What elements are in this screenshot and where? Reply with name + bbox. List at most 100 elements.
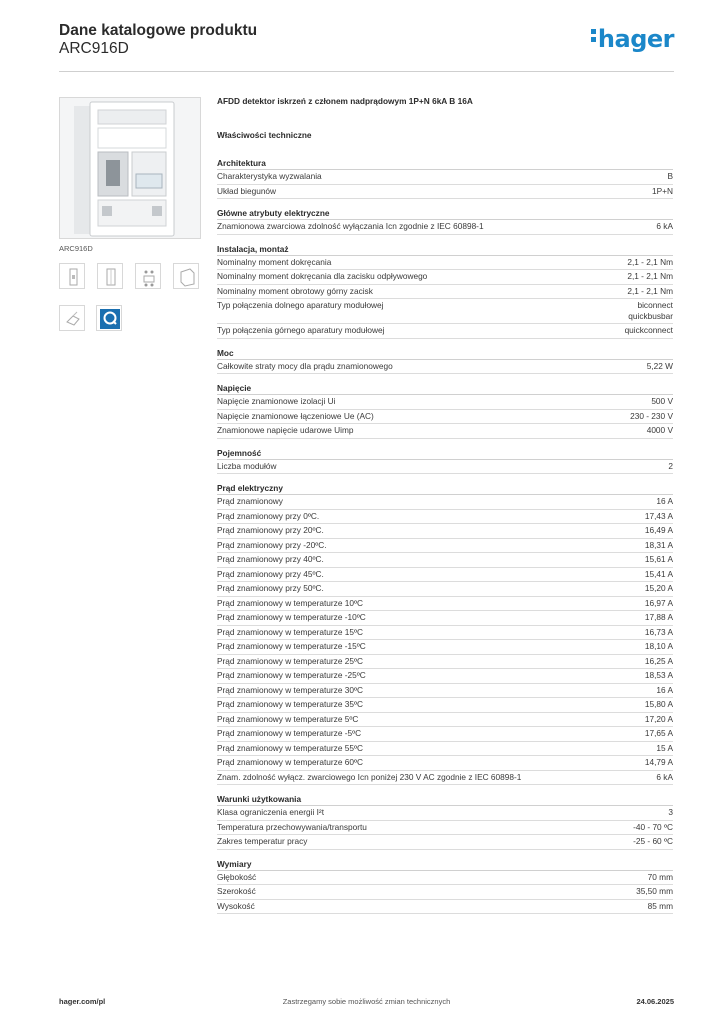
- quickconnect-logo-icon[interactable]: [96, 305, 122, 331]
- spec-value: 17,20 A: [644, 713, 673, 724]
- spec-value: 16,97 A: [644, 597, 673, 608]
- spec-value: 2: [668, 460, 673, 471]
- thumbnail-connection-icon[interactable]: [59, 305, 85, 331]
- spec-value: quickconnect: [624, 325, 673, 335]
- section-title: Instalacja, montaż: [217, 243, 673, 256]
- spec-value: 18,53 A: [644, 670, 673, 680]
- spec-value: 18,31 A: [644, 539, 673, 550]
- technical-properties-title: Właściwości techniczne: [217, 130, 312, 140]
- spec-label: Nominalny moment obrotowy górny zacisk: [217, 285, 373, 296]
- spec-value: biconnect quickbusbar: [628, 300, 673, 321]
- logo-dots-icon: [590, 29, 596, 45]
- spec-row: Prąd znamionowy w temperaturze -15ºC 18,1…: [217, 640, 673, 655]
- spec-label: Prąd znamionowy w temperaturze -25ºC: [217, 670, 366, 680]
- spec-row: Typ połączenia górnego aparatury modułow…: [217, 324, 673, 339]
- product-code: ARC916D: [59, 40, 129, 57]
- spec-row: Prąd znamionowy w temperaturze 30ºC 16 A: [217, 684, 673, 698]
- spec-row: Temperatura przechowywania/transportu -40…: [217, 821, 673, 835]
- spec-value: 16 A: [656, 684, 673, 695]
- spec-label: Prąd znamionowy w temperaturze 25ºC: [217, 655, 363, 666]
- spec-value: 18,10 A: [644, 641, 673, 651]
- spec-value: B: [667, 171, 673, 181]
- spec-label: Prąd znamionowy w temperaturze -15ºC: [217, 641, 366, 651]
- spec-value: 17,65 A: [644, 728, 673, 738]
- spec-label: Typ połączenia dolnego aparatury modułow…: [217, 300, 384, 310]
- spec-label: Prąd znamionowy w temperaturze 10ºC: [217, 597, 363, 608]
- spec-row: Prąd znamionowy przy -20ºC. 18,31 A: [217, 539, 673, 553]
- spec-label: Znamionowe napięcie udarowe Uimp: [217, 425, 354, 435]
- spec-label: Typ połączenia górnego aparatury modułow…: [217, 325, 385, 335]
- spec-row: Znamionowa zwarciowa zdolność wyłączania…: [217, 220, 673, 235]
- spec-row: Prąd znamionowy przy 20ºC.16,49 A: [217, 524, 673, 539]
- spec-label: Temperatura przechowywania/transportu: [217, 821, 367, 832]
- spec-row: Nominalny moment obrotowy górny zacisk 2,…: [217, 285, 673, 299]
- spec-value: 15,61 A: [644, 554, 673, 564]
- spec-label: Prąd znamionowy w temperaturze 30ºC: [217, 684, 363, 695]
- spec-label: Prąd znamionowy przy -20ºC.: [217, 539, 327, 550]
- spec-value: 2,1 - 2,1 Nm: [627, 271, 673, 281]
- spec-label: Prąd znamionowy w temperaturze 15ºC: [217, 626, 363, 637]
- thumbnail-side-icon[interactable]: [97, 263, 123, 289]
- spec-value: 17,88 A: [644, 612, 673, 622]
- section-title: Warunki użytkowania: [217, 793, 673, 806]
- spec-value: 15 A: [656, 742, 673, 753]
- spec-row: Znam. zdolność wyłącz. zwarciowego Icn p…: [217, 771, 673, 785]
- spec-row: Zakres temperatur pracy-25 - 60 ºC: [217, 835, 673, 850]
- spec-label: Prąd znamionowy: [217, 496, 283, 506]
- hager-logo: hager: [590, 25, 675, 53]
- spec-label: Całkowite straty mocy dla prądu znamiono…: [217, 360, 393, 371]
- spec-label: Wysokość: [217, 900, 255, 911]
- thumbnail-front-icon[interactable]: [59, 263, 85, 289]
- spec-row: Prąd znamionowy w temperaturze 25ºC 16,25…: [217, 655, 673, 669]
- spec-row: Prąd znamionowy w temperaturze -25ºC 18,5…: [217, 669, 673, 684]
- spec-label: Napięcie znamionowe łączeniowe Ue (AC): [217, 410, 374, 421]
- section-title: Główne atrybuty elektryczne: [217, 207, 673, 220]
- spec-row: Prąd znamionowy w temperaturze 10ºC 16,97…: [217, 597, 673, 611]
- spec-row: Prąd znamionowy 16 A: [217, 495, 673, 510]
- footer-website-link[interactable]: hager.com/pl: [59, 997, 106, 1006]
- spec-label: Szerokość: [217, 886, 256, 896]
- spec-label: Charakterystyka wyzwalania: [217, 171, 322, 181]
- spec-value: 2,1 - 2,1 Nm: [627, 285, 673, 296]
- image-caption: ARC916D: [59, 244, 93, 253]
- spec-value: -40 - 70 ºC: [633, 821, 673, 832]
- spec-value: 4000 V: [646, 425, 673, 435]
- page-title: Dane katalogowe produktu: [59, 22, 258, 39]
- spec-value: 16,73 A: [644, 626, 673, 637]
- circuit-breaker-icon: [60, 98, 200, 238]
- spec-value: 16 A: [656, 496, 673, 506]
- spec-label: Prąd znamionowy w temperaturze 60ºC: [217, 757, 363, 767]
- thumbnail-angle-icon[interactable]: [173, 263, 199, 289]
- spec-value: 35,50 mm: [636, 886, 673, 896]
- product-image: [59, 97, 201, 239]
- spec-label: Prąd znamionowy w temperaturze -10ºC: [217, 612, 366, 622]
- spec-value: 16,25 A: [644, 655, 673, 666]
- spec-label: Zakres temperatur pracy: [217, 836, 308, 846]
- section-title: Prąd elektryczny: [217, 482, 673, 495]
- spec-row: Szerokość 35,50 mm: [217, 885, 673, 900]
- spec-row: Prąd znamionowy przy 50ºC.15,20 A: [217, 582, 673, 597]
- thumbnail-diagram-icon[interactable]: [135, 263, 161, 289]
- spec-row: Prąd znamionowy w temperaturze -10ºC 17,8…: [217, 611, 673, 626]
- spec-label: Klasa ograniczenia energii I²t: [217, 807, 324, 817]
- spec-value: 15,80 A: [644, 699, 673, 709]
- spec-label: Prąd znamionowy przy 40ºC.: [217, 554, 324, 564]
- spec-row: Prąd znamionowy przy 0ºC.17,43 A: [217, 510, 673, 524]
- product-content: AFDD detektor iskrzeń z członem nadprądo…: [217, 96, 673, 922]
- spec-row: Znamionowe napięcie udarowe Uimp 4000 V: [217, 424, 673, 439]
- spec-label: Liczba modułów: [217, 460, 277, 471]
- spec-label: Znam. zdolność wyłącz. zwarciowego Icn p…: [217, 771, 522, 782]
- spec-row: Napięcie znamionowe łączeniowe Ue (AC)23…: [217, 410, 673, 424]
